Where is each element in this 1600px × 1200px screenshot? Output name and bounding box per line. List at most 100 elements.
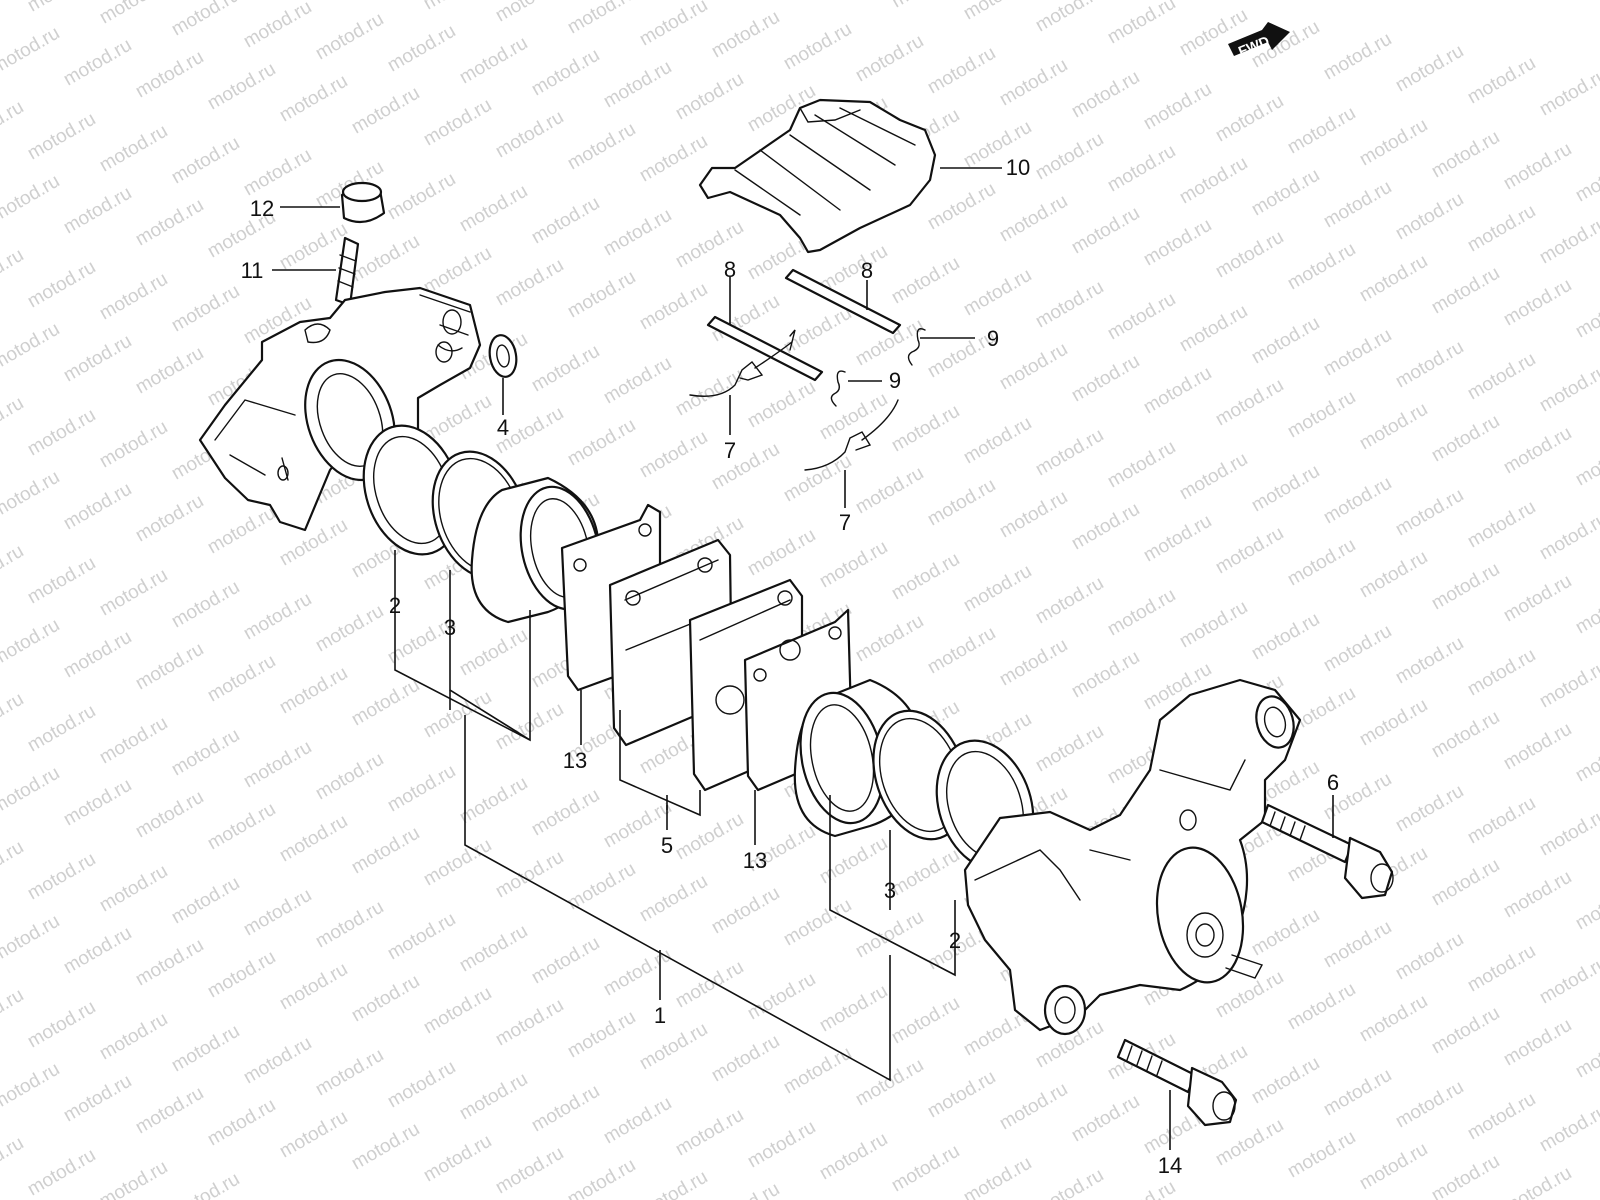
watermark-text: motod.ru bbox=[24, 405, 99, 461]
watermark-text: motod.ru bbox=[96, 121, 171, 177]
watermark-text: motod.ru bbox=[852, 611, 927, 667]
watermark-text: motod.ru bbox=[708, 1031, 783, 1087]
watermark-text: motod.ru bbox=[1284, 387, 1359, 443]
watermark-text: motod.ru bbox=[744, 377, 819, 433]
watermark-text: motod.ru bbox=[0, 615, 63, 671]
watermark-text: motod.ru bbox=[1320, 917, 1395, 973]
watermark-text: motod.ru bbox=[888, 253, 963, 309]
watermark-text: motod.ru bbox=[1464, 497, 1539, 553]
watermark-text: motod.ru bbox=[888, 993, 963, 1049]
watermark-text: motod.ru bbox=[60, 35, 135, 91]
watermark-text: motod.ru bbox=[204, 651, 279, 707]
callout-1: 1 bbox=[654, 1003, 666, 1028]
watermark-text: motod.ru bbox=[0, 23, 63, 79]
watermark-text: motod.ru bbox=[24, 1145, 99, 1200]
watermark-text: motod.ru bbox=[924, 43, 999, 99]
watermark-text: motod.ru bbox=[1428, 127, 1503, 183]
callouts: 1 2 2 3 3 4 5 6 7 7 8 8 9 9 10 11 12 13 … bbox=[241, 155, 1340, 1178]
watermark-text: motod.ru bbox=[132, 343, 207, 399]
pad-pin-upper-part bbox=[784, 268, 902, 335]
watermark-text: motod.ru bbox=[60, 775, 135, 831]
watermark-text: motod.ru bbox=[564, 119, 639, 175]
watermark-text: motod.ru bbox=[1572, 583, 1600, 639]
watermark-text: motod.ru bbox=[708, 7, 783, 63]
watermark-text: motod.ru bbox=[1212, 375, 1287, 431]
watermark-text: motod.ru bbox=[96, 417, 171, 473]
watermark-text: motod.ru bbox=[636, 279, 711, 335]
watermark-text: motod.ru bbox=[1284, 535, 1359, 591]
watermark-text: motod.ru bbox=[60, 923, 135, 979]
watermark-text: motod.ru bbox=[132, 935, 207, 991]
watermark-text: motod.ru bbox=[312, 601, 387, 657]
watermark-text: motod.ru bbox=[384, 1057, 459, 1113]
watermark-text: motod.ru bbox=[996, 55, 1071, 111]
watermark-text: motod.ru bbox=[1572, 435, 1600, 491]
watermark-text: motod.ru bbox=[780, 895, 855, 951]
watermark-text: motod.ru bbox=[1428, 707, 1503, 763]
watermark-text: motod.ru bbox=[1032, 721, 1107, 777]
watermark-text: motod.ru bbox=[1572, 151, 1600, 207]
callout-11: 11 bbox=[241, 258, 264, 283]
watermark-text: motod.ru bbox=[744, 1117, 819, 1173]
watermark-text: motod.ru bbox=[1500, 571, 1575, 627]
pad-cover-part bbox=[698, 98, 937, 254]
watermark-text: motod.ru bbox=[636, 131, 711, 187]
watermark-text: motod.ru bbox=[1500, 423, 1575, 479]
watermark-text: motod.ru bbox=[1536, 657, 1600, 713]
watermark-text: motod.ru bbox=[708, 883, 783, 939]
watermark-text: motod.ru bbox=[420, 835, 495, 891]
watermark-text: motod.ru bbox=[60, 183, 135, 239]
watermark-text: motod.ru bbox=[168, 133, 243, 189]
watermark-text: motod.ru bbox=[780, 451, 855, 507]
watermark-text: motod.ru bbox=[1356, 991, 1431, 1047]
watermark-text: motod.ru bbox=[240, 145, 315, 201]
watermark-text: motod.ru bbox=[24, 553, 99, 609]
watermark-text: motod.ru bbox=[564, 1155, 639, 1200]
watermark-text: motod.ru bbox=[312, 1045, 387, 1101]
watermark-text: motod.ru bbox=[276, 811, 351, 867]
watermark-text: motod.ru bbox=[0, 837, 27, 893]
callout-7-lower: 7 bbox=[839, 510, 851, 535]
watermark-text: motod.ru bbox=[1392, 633, 1467, 689]
watermark-text: motod.ru bbox=[1428, 1003, 1503, 1059]
watermark-text: motod.ru bbox=[0, 319, 63, 375]
watermark-text: motod.ru bbox=[1464, 201, 1539, 257]
watermark-text: motod.ru bbox=[1032, 1165, 1107, 1200]
pad-spring-lower-part bbox=[804, 399, 899, 471]
leader-lines bbox=[272, 167, 1334, 1150]
watermark-text: motod.ru bbox=[636, 871, 711, 927]
watermark-text: motod.ru bbox=[0, 985, 27, 1041]
watermark-text: motod.ru bbox=[924, 475, 999, 531]
watermark-text: motod.ru bbox=[1464, 793, 1539, 849]
watermark-text: motod.ru bbox=[1068, 351, 1143, 407]
callout-3-left: 3 bbox=[444, 615, 456, 640]
watermark-text: motod.ru bbox=[132, 491, 207, 547]
watermark-text: motod.ru bbox=[924, 1067, 999, 1123]
watermark-text: motod.ru bbox=[1500, 867, 1575, 923]
watermark-text: motod.ru bbox=[564, 267, 639, 323]
callout-9-lower: 9 bbox=[889, 368, 901, 393]
watermark-text: motod.ru bbox=[672, 809, 747, 865]
callout-2-right: 2 bbox=[949, 928, 961, 953]
watermark-text: motod.ru bbox=[1536, 805, 1600, 861]
watermark-text: motod.ru bbox=[420, 0, 495, 14]
watermark-text: motod.ru bbox=[564, 1007, 639, 1063]
watermark-text: motod.ru bbox=[456, 773, 531, 829]
watermark-text: motod.ru bbox=[780, 1043, 855, 1099]
watermark-text: motod.ru bbox=[276, 1107, 351, 1163]
watermark-text: motod.ru bbox=[492, 255, 567, 311]
callout-8-left: 8 bbox=[724, 257, 736, 282]
callout-12: 12 bbox=[250, 196, 274, 221]
watermark-text: motod.ru bbox=[456, 181, 531, 237]
watermark-text: motod.ru bbox=[456, 921, 531, 977]
mounting-bolt-lower-part bbox=[1116, 1038, 1238, 1127]
watermark-text: motod.ru bbox=[24, 0, 99, 16]
watermark-text: motod.ru bbox=[1104, 0, 1179, 48]
watermark-text: motod.ru bbox=[816, 537, 891, 593]
watermark-text: motod.ru bbox=[960, 561, 1035, 617]
watermark-text: motod.ru bbox=[1320, 473, 1395, 529]
watermark-text: motod.ru bbox=[1176, 597, 1251, 653]
watermark-text: motod.ru bbox=[1212, 91, 1287, 147]
watermark-text: motod.ru bbox=[1068, 1091, 1143, 1147]
watermark-text: motod.ru bbox=[1356, 251, 1431, 307]
